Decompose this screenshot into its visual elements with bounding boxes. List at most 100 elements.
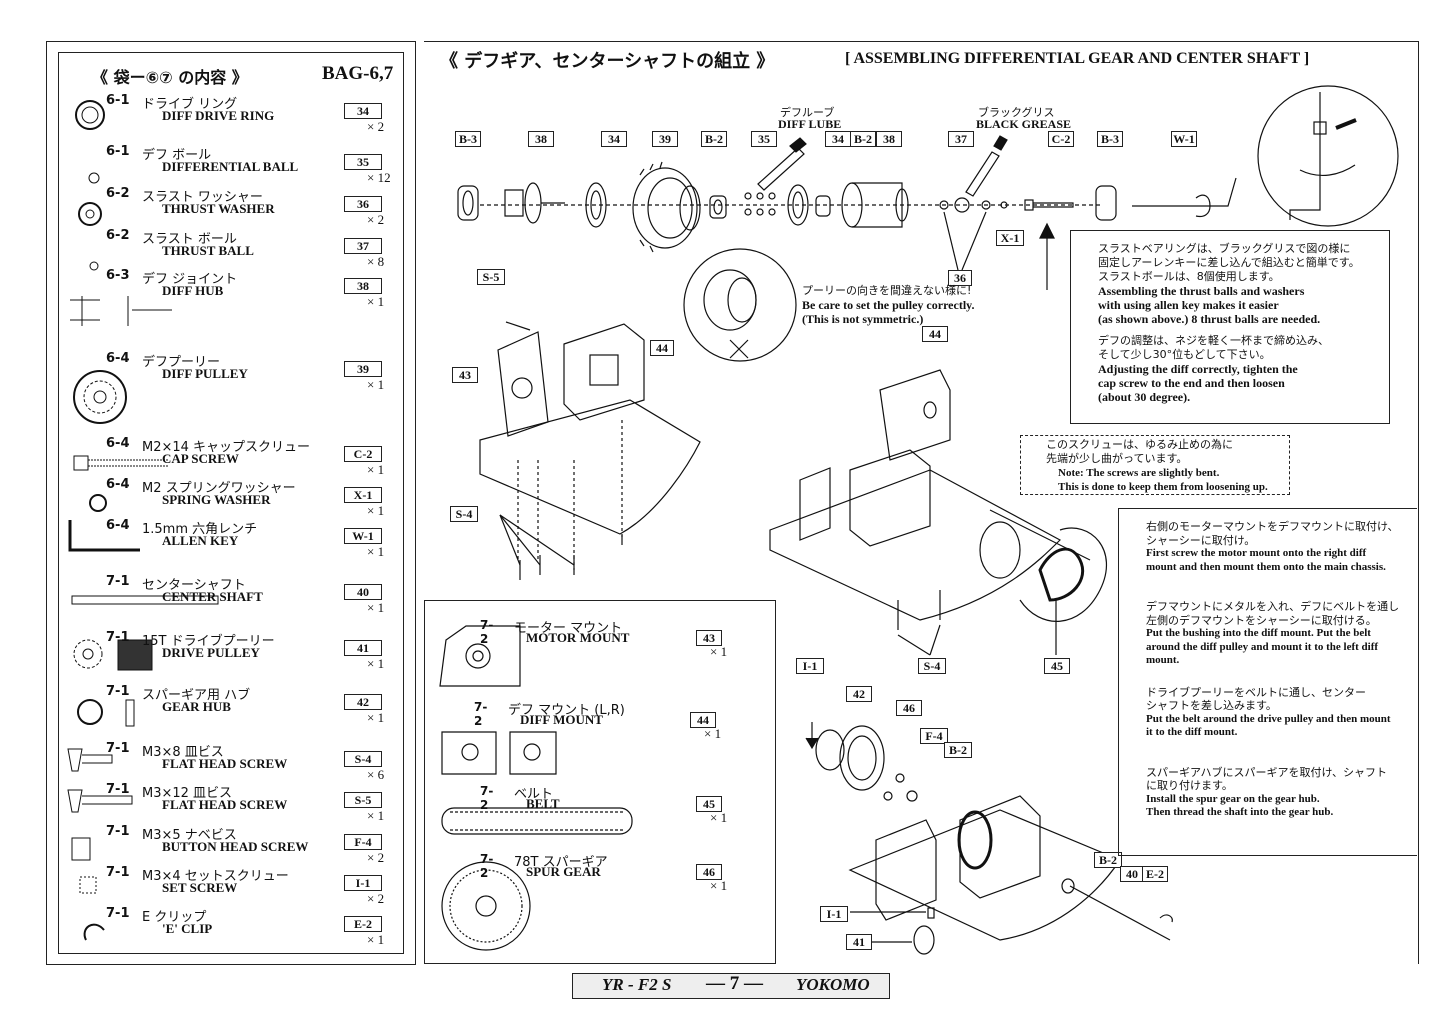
- part-name-jp: モーター マウント: [514, 621, 623, 636]
- part-qty: × 1: [367, 932, 385, 947]
- part-code: 43: [696, 630, 722, 646]
- diff-lube-jp: デフルーブ: [780, 106, 835, 119]
- part-code: 42: [344, 694, 382, 710]
- spur-gear-icon: [839, 725, 885, 791]
- top-label: 35: [751, 131, 777, 147]
- diff-mount-icon: [441, 731, 497, 775]
- part-icon: [67, 748, 113, 772]
- part-qty: × 1: [367, 462, 385, 477]
- part-number: 7-1: [106, 684, 130, 699]
- bag-title: 《 袋ー⑥⑦ の内容 》: [92, 68, 248, 87]
- part-name-jp: 1.5mm 六角レンチ: [142, 522, 258, 537]
- grease-tube-icon: [965, 151, 1000, 197]
- label-b2-c: B-2: [1094, 852, 1122, 868]
- part-icon: [78, 202, 102, 226]
- part-qty: × 1: [367, 600, 385, 615]
- screw-note-box: [1020, 435, 1290, 495]
- label-s4-a: S-4: [450, 506, 478, 522]
- part-qty: × 1: [710, 644, 728, 659]
- allen-key-icon: [1132, 177, 1237, 207]
- page-title-jp: 《 デフギア、センターシャフトの組立 》: [440, 51, 775, 72]
- part-icon: [70, 296, 172, 326]
- part-qty: × 8: [367, 254, 385, 269]
- part-number: 6-2: [106, 228, 130, 243]
- footer-page: — 7 —: [706, 973, 763, 994]
- diff-pulley-icon: [632, 167, 698, 249]
- top-label: B-2: [701, 131, 727, 147]
- diff-mount-upper: [879, 369, 951, 461]
- label-x1: X-1: [996, 230, 1024, 246]
- part-code: I-1: [344, 875, 382, 891]
- part-qty: × 2: [367, 850, 385, 865]
- diff-mount-center: [849, 449, 931, 547]
- part-number: 7-1: [106, 865, 130, 880]
- screw-note: このスクリューは、ゆるみ止めの為に 先端が少し曲がっています。 Note: Th…: [1046, 438, 1268, 493]
- part-number: 7-1: [106, 574, 130, 589]
- part-qty: × 1: [367, 808, 385, 823]
- diff-lube-en: DIFF LUBE: [778, 117, 842, 131]
- part-name-en: BELT: [526, 796, 560, 811]
- part-code: F-4: [344, 834, 382, 850]
- part-number: 7-1: [106, 824, 130, 839]
- part-code: 38: [344, 278, 382, 294]
- part-code: S-5: [344, 792, 382, 808]
- part-code: 35: [344, 154, 382, 170]
- part-number: 6-4: [106, 351, 130, 366]
- part-icon: [67, 789, 133, 813]
- part-number: 7-2: [480, 618, 494, 646]
- part-icon: [75, 100, 105, 130]
- part-name-jp: ベルト: [514, 787, 554, 802]
- part-code: 37: [344, 238, 382, 254]
- label-45: 45: [1044, 658, 1070, 674]
- label-b2-b: B-2: [944, 742, 972, 758]
- grease-en: BLACK GREASE: [976, 117, 1072, 131]
- footer-box: [572, 973, 890, 999]
- part-name-en: GEAR HUB: [162, 699, 231, 714]
- part-code: 46: [696, 864, 722, 880]
- part-icon: [77, 699, 135, 727]
- pulley-note: プーリーの向きを間違えない様に! Be care to set the pull…: [802, 284, 975, 326]
- part-name-en: ALLEN KEY: [162, 533, 239, 548]
- part-number: 6-4: [106, 436, 130, 451]
- part-code: 40: [344, 584, 382, 600]
- part-name-jp: スラスト ボール: [142, 232, 237, 247]
- label-i1-a: I-1: [796, 658, 824, 674]
- parts-list-inner-frame: [58, 52, 404, 954]
- part-name-en: BUTTON HEAD SCREW: [162, 839, 309, 854]
- part-code: C-2: [344, 446, 382, 462]
- bag-label: BAG-6,7: [322, 63, 394, 84]
- pulley-orientation-inset: [683, 248, 797, 362]
- part-name-en: DIFFERENTIAL BALL: [162, 159, 299, 174]
- part-name-en: SPRING WASHER: [162, 492, 271, 507]
- thrust-note: スラストベアリングは、ブラックグリスで図の様に 固定しアーレンキーに差し込んで組…: [1098, 242, 1360, 404]
- part-icon: [73, 455, 168, 471]
- part-icon: [73, 370, 127, 424]
- steps-note: 右側のモーターマウントをデフマウントに取付け、 シャーシーに取付け。 First…: [1146, 520, 1400, 818]
- lube-tube-icon: [757, 147, 805, 191]
- part-name-en: SPUR GEAR: [526, 864, 601, 879]
- part-icon: [79, 876, 97, 894]
- part-icon: [83, 923, 105, 941]
- grease-jp: ブラックグリス: [978, 106, 1055, 119]
- part-name-en: FLAT HEAD SCREW: [162, 756, 288, 771]
- top-label: B-3: [455, 131, 481, 147]
- part-number: 6-4: [106, 477, 130, 492]
- part-name-en: THRUST BALL: [162, 243, 254, 258]
- inner-parts-box: [424, 600, 776, 964]
- diagram-frame: [424, 41, 1419, 964]
- thrust-note-box: [1070, 230, 1390, 424]
- part-qty: × 1: [367, 377, 385, 392]
- top-label: 34: [601, 131, 627, 147]
- steps-box: [1118, 508, 1417, 856]
- part-name-jp: 78T スパーギア: [514, 855, 608, 870]
- part-name-en: CENTER SHAFT: [162, 589, 263, 604]
- part-number: 6-2: [106, 186, 130, 201]
- part-name-jp: デフプーリー: [142, 355, 221, 370]
- label-43: 43: [452, 367, 478, 383]
- part-code: E-2: [344, 916, 382, 932]
- diff-mount-left: [563, 323, 645, 421]
- part-qty: × 1: [367, 656, 385, 671]
- part-number: 6-1: [106, 93, 130, 108]
